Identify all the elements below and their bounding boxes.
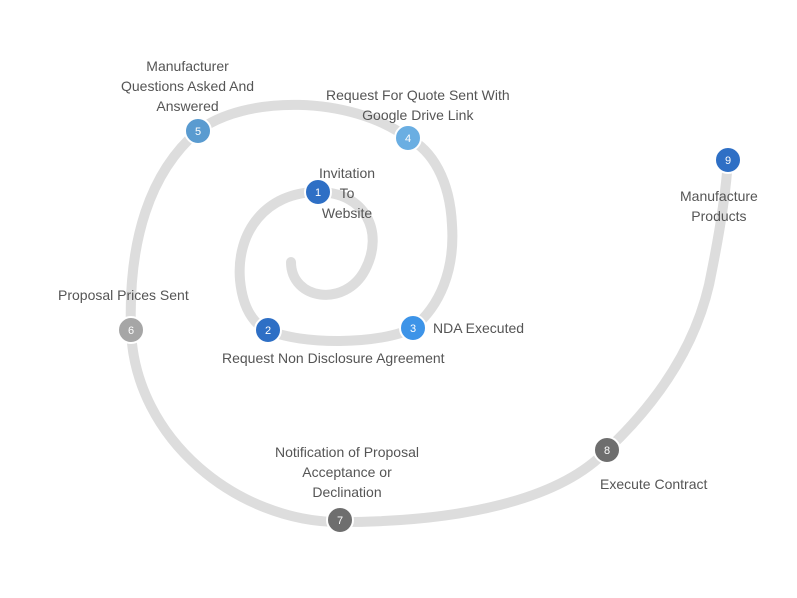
step-7-number: 7: [337, 515, 343, 527]
step-2-circle: [254, 316, 282, 344]
step-5-marker: 5: [184, 117, 212, 145]
step-1-marker: 1: [304, 178, 332, 206]
step-8-label: Execute Contract: [600, 474, 707, 494]
step-9-label-line: Products: [691, 208, 747, 224]
step-8-marker: 8: [593, 436, 621, 464]
step-1-label-line: Invitation: [319, 165, 376, 181]
step-6-number: 6: [128, 325, 134, 337]
step-6-circle: [117, 316, 145, 344]
step-7-label-line: Declination: [312, 484, 382, 500]
step-3-circle: [399, 314, 427, 342]
step-8-label-line: Execute Contract: [600, 476, 708, 492]
step-5-label-line: Answered: [156, 98, 219, 114]
step-9-number: 9: [725, 155, 731, 167]
step-8-number: 8: [604, 445, 610, 457]
step-4-label-line: Request For Quote Sent With: [326, 87, 510, 103]
spiral-track: [125, 99, 733, 528]
step-5-circle: [184, 117, 212, 145]
step-1-label-line: To: [339, 185, 355, 201]
step-9-label-line: Manufacture: [680, 188, 758, 204]
step-5-number: 5: [195, 126, 201, 138]
step-8-circle: [593, 436, 621, 464]
step-9-marker: 9: [714, 146, 742, 174]
step-4-number: 4: [405, 133, 411, 145]
step-9-circle: [714, 146, 742, 174]
step-4-marker: 4: [394, 124, 422, 152]
step-1-label-line: Website: [321, 205, 373, 221]
step-6-label-line: Proposal Prices Sent: [58, 287, 189, 303]
step-2-number: 2: [265, 325, 271, 337]
step-3-number: 3: [410, 323, 416, 335]
step-5-label-line: Manufacturer: [146, 58, 229, 74]
step-7-marker: 7: [326, 506, 354, 534]
step-6-marker: 6: [117, 316, 145, 344]
step-2-label-line: Request Non Disclosure Agreement: [222, 350, 445, 366]
step-7-circle: [326, 506, 354, 534]
step-1-number: 1: [315, 187, 321, 199]
step-4-circle: [394, 124, 422, 152]
step-5-label-line: Questions Asked And: [121, 78, 255, 94]
step-2-marker: 2: [254, 316, 282, 344]
step-7-label-line: Acceptance or: [302, 464, 392, 480]
step-2-label: Request Non Disclosure Agreement: [222, 348, 445, 368]
step-3-marker: 3: [399, 314, 427, 342]
step-1-circle: [304, 178, 332, 206]
step-4-label-line: Google Drive Link: [362, 107, 474, 123]
step-3-label-line: NDA Executed: [433, 320, 525, 336]
step-7-label-line: Notification of Proposal: [275, 444, 419, 460]
step-3-label: NDA Executed: [433, 318, 524, 338]
step-6-label: Proposal Prices Sent: [58, 285, 189, 305]
step-markers: 1 2 3 4 5 6 7 8 9: [117, 117, 742, 534]
